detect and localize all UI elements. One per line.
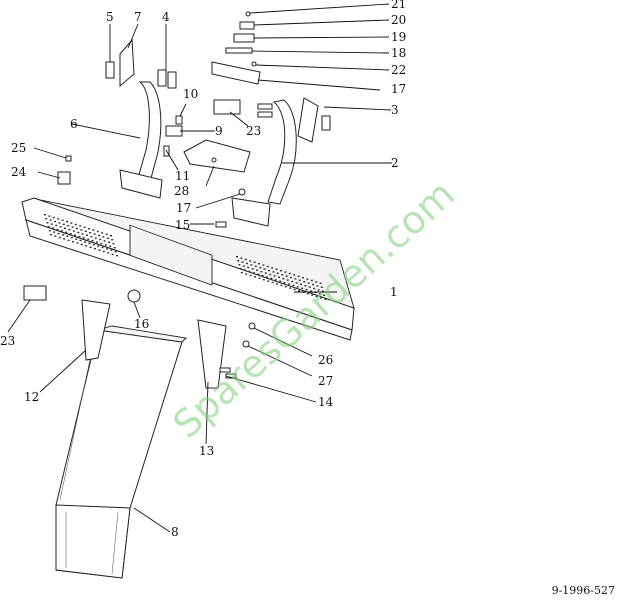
callout-20: 20: [391, 13, 406, 27]
part-7-bracket: [119, 38, 135, 88]
part-16-spring: [127, 289, 141, 303]
callout-17: 17: [391, 82, 406, 96]
callout-10: 10: [183, 87, 198, 101]
part-6-left-arm: [119, 81, 163, 199]
callout-2: 2: [391, 156, 399, 170]
part-13-right-mount: [197, 319, 227, 389]
callout-25: 25: [11, 141, 26, 155]
callout-15: 15: [175, 218, 190, 232]
callout-13: 13: [199, 444, 214, 458]
part-26-screw: [248, 322, 256, 330]
part-8-chute: [55, 325, 187, 579]
callout-17: 17: [176, 201, 191, 215]
callout-28: 28: [174, 184, 189, 198]
callout-21: 21: [391, 0, 406, 11]
part-15-screw: [215, 221, 227, 228]
part-9-10-11-latch: [163, 115, 183, 157]
part-24-clip: [57, 171, 71, 185]
part-23-left-switch: [23, 285, 47, 301]
callout-12: 12: [24, 390, 39, 404]
part-28-cover: [183, 139, 251, 173]
callout-27: 27: [318, 374, 333, 388]
callout-23: 23: [246, 124, 261, 138]
callout-18: 18: [391, 46, 406, 60]
part-5-clip: [105, 61, 115, 79]
callout-9: 9: [215, 124, 223, 138]
callout-3: 3: [391, 103, 399, 117]
vent-grille-left: [44, 214, 118, 257]
callout-11: 11: [175, 169, 190, 183]
part-12-left-mount: [81, 299, 111, 361]
callout-26: 26: [318, 353, 333, 367]
callout-4: 4: [162, 10, 170, 24]
callout-8: 8: [171, 525, 179, 539]
leader-lines: [7, 3, 392, 533]
part-17-nut: [238, 188, 246, 196]
part-3-right-bracket: [297, 97, 331, 143]
callout-labels: 1234567891011121314151617171819202122232…: [0, 0, 406, 539]
callout-22: 22: [391, 63, 406, 77]
callout-5: 5: [106, 10, 114, 24]
part-4-hinge-pins: [157, 69, 177, 89]
diagram-reference-code: 9-1996-527: [551, 584, 615, 597]
callout-14: 14: [318, 395, 334, 409]
vent-grille-right: [236, 256, 327, 300]
part-2-right-arm: [231, 99, 297, 227]
callout-1: 1: [390, 285, 398, 299]
part-17-22-switch-assembly: [211, 11, 261, 85]
callout-16: 16: [134, 317, 149, 331]
part-1-panel: [21, 197, 355, 341]
part-23-upper-switch: [213, 99, 273, 118]
callout-24: 24: [11, 165, 27, 179]
callout-6: 6: [70, 117, 78, 131]
part-27-washer: [242, 340, 250, 348]
callout-7: 7: [134, 10, 142, 24]
callout-19: 19: [391, 30, 406, 44]
callout-23: 23: [0, 334, 15, 348]
part-25-pin: [65, 155, 72, 162]
watermark-text: SparesGarden.com: [165, 172, 463, 447]
